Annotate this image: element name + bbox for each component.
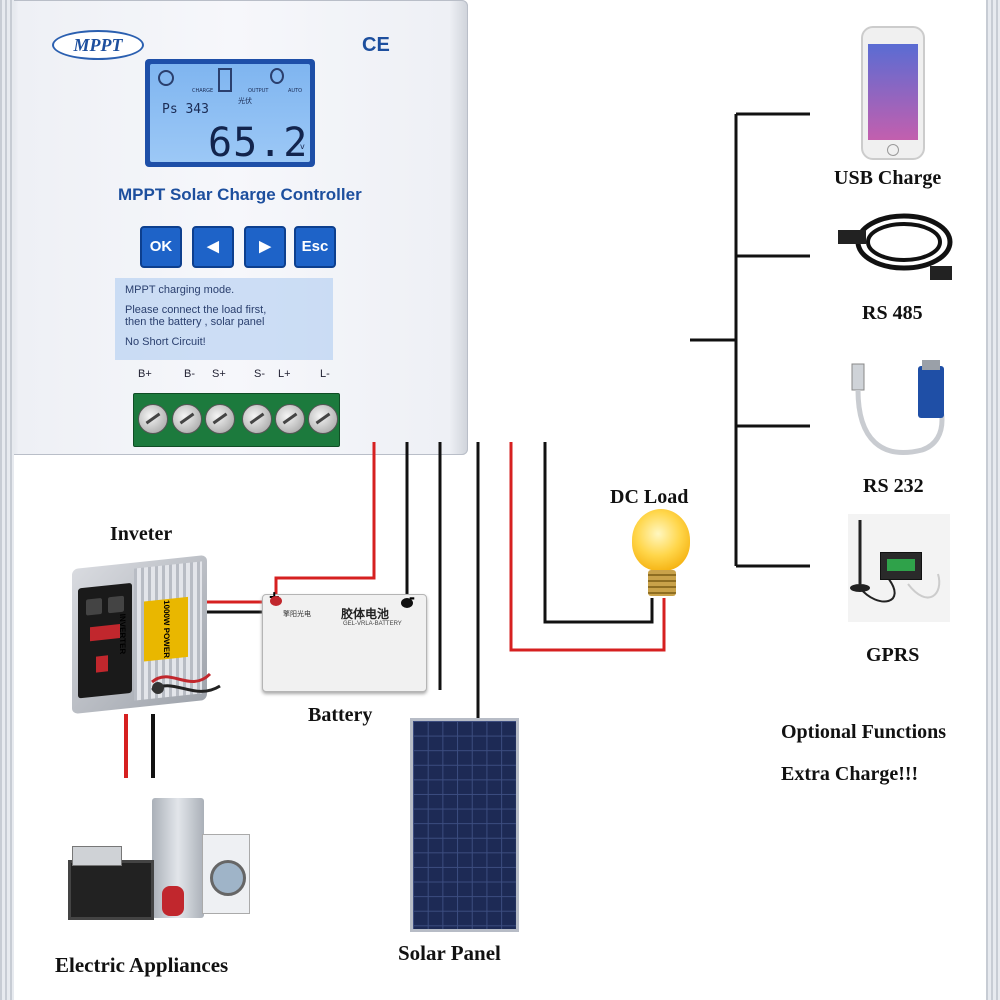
battery-positive-post — [270, 596, 282, 606]
gprs-board-icon — [887, 559, 915, 571]
screw-terminal-splus[interactable] — [205, 404, 235, 434]
screw-terminal-lminus[interactable] — [308, 404, 338, 434]
inverter-brand-strip: 1000W POWER INVERTER — [118, 596, 188, 662]
rs485-label: RS 485 — [862, 302, 923, 324]
rs232-adapter-icon — [851, 360, 945, 455]
battery-brand: 擎阳光电 — [283, 610, 311, 618]
lcd-icon-label-auto: AUTO — [288, 88, 303, 94]
outlet-icon — [108, 595, 124, 614]
light-bulb-icon — [632, 509, 690, 571]
lcd-unit: v — [300, 142, 305, 151]
gprs-antenna-icon — [850, 520, 941, 603]
terminal-label-bminus: B- — [184, 368, 195, 380]
terminal-label-bplus: B+ — [138, 368, 152, 380]
power-switch-icon — [96, 655, 108, 673]
battery-en-title: GEL-VRLA-BATTERY — [343, 621, 402, 627]
washer-door-icon — [210, 860, 246, 896]
phone-home-button — [887, 144, 899, 156]
screw-terminal-lplus[interactable] — [275, 404, 305, 434]
right-heatsink-rail — [986, 0, 1000, 1000]
load-negative-wire — [543, 442, 654, 624]
solar-panel — [410, 718, 519, 932]
instruction-line: No Short Circuit! — [125, 336, 206, 348]
screw-terminal-bminus[interactable] — [172, 404, 202, 434]
lcd-voltage-reading: 65.2 — [208, 120, 309, 166]
solar-panel-label: Solar Panel — [398, 941, 501, 965]
terminal-label-lminus: L- — [320, 368, 330, 380]
terminal-block — [133, 393, 340, 447]
gel-battery: + - 擎阳光电 胶体电池 GEL-VRLA-BATTERY — [262, 587, 427, 692]
battery-negative-post — [401, 598, 413, 608]
battery-level-icon — [218, 68, 232, 92]
screw-terminal-bplus[interactable] — [138, 404, 168, 434]
left-arrow-button[interactable]: ◀ — [192, 226, 234, 268]
load-positive-wire — [509, 442, 666, 652]
battery-label: Battery — [308, 704, 373, 726]
controller-title: MPPT Solar Charge Controller — [118, 185, 362, 204]
lcd-display: CHARGE OUTPUT AUTO 光伏 Ps 343 65.2 v — [145, 59, 315, 167]
lcd-pv-reading: Ps 343 — [162, 102, 209, 117]
bulb-base — [648, 570, 676, 596]
tv-icon — [68, 860, 154, 920]
lcd-icon-label-output: OUTPUT — [248, 88, 269, 94]
terminal-label-splus: S+ — [212, 368, 226, 380]
dc-load-label: DC Load — [610, 486, 689, 508]
terminal-label-lplus: L+ — [278, 368, 291, 380]
esc-button[interactable]: Esc — [294, 226, 336, 268]
inverter-label: Inveter — [110, 523, 173, 545]
lcd-icon-label-charge: CHARGE — [192, 88, 214, 94]
vacuum-icon — [162, 886, 184, 916]
instruction-line: then the battery , solar panel — [125, 316, 265, 328]
appliances-group — [66, 798, 256, 936]
phone-screen — [868, 44, 918, 140]
microwave-icon — [72, 846, 122, 866]
smartphone-icon — [861, 26, 925, 160]
battery-minus-sign: - — [409, 587, 415, 607]
instruction-line: Please connect the load first, — [125, 304, 267, 316]
extra-charge-label: Extra Charge!!! — [781, 763, 919, 785]
rs232-label: RS 232 — [863, 475, 924, 497]
option-bus-lines — [690, 112, 810, 568]
terminal-label-sminus: S- — [254, 368, 265, 380]
right-arrow-button[interactable]: ▶ — [244, 226, 286, 268]
gprs-label: GPRS — [866, 644, 920, 666]
rs485-cable-icon — [838, 213, 953, 280]
usb-charge-label: USB Charge — [834, 167, 942, 189]
ce-mark: CE — [362, 34, 390, 56]
battery-positive-wire — [274, 442, 376, 600]
gprs-module-icon — [880, 552, 922, 580]
sun-icon — [158, 70, 174, 86]
battery-cn-title: 胶体电池 — [341, 607, 390, 621]
lcd-pv-label: 光伏 — [238, 97, 252, 105]
appliances-label: Electric Appliances — [55, 953, 229, 977]
instruction-line: MPPT charging mode. — [125, 284, 235, 296]
brand-logo: MPPT — [52, 30, 144, 60]
instruction-panel: MPPT charging mode. Please connect the l… — [115, 278, 333, 360]
screw-terminal-sminus[interactable] — [242, 404, 272, 434]
left-heatsink-rail — [0, 0, 14, 1000]
inverter-cables-icon — [151, 672, 221, 694]
bulb-icon — [270, 68, 284, 84]
ok-button[interactable]: OK — [140, 226, 182, 268]
outlet-icon — [86, 597, 102, 616]
optional-functions-label: Optional Functions — [781, 721, 947, 743]
